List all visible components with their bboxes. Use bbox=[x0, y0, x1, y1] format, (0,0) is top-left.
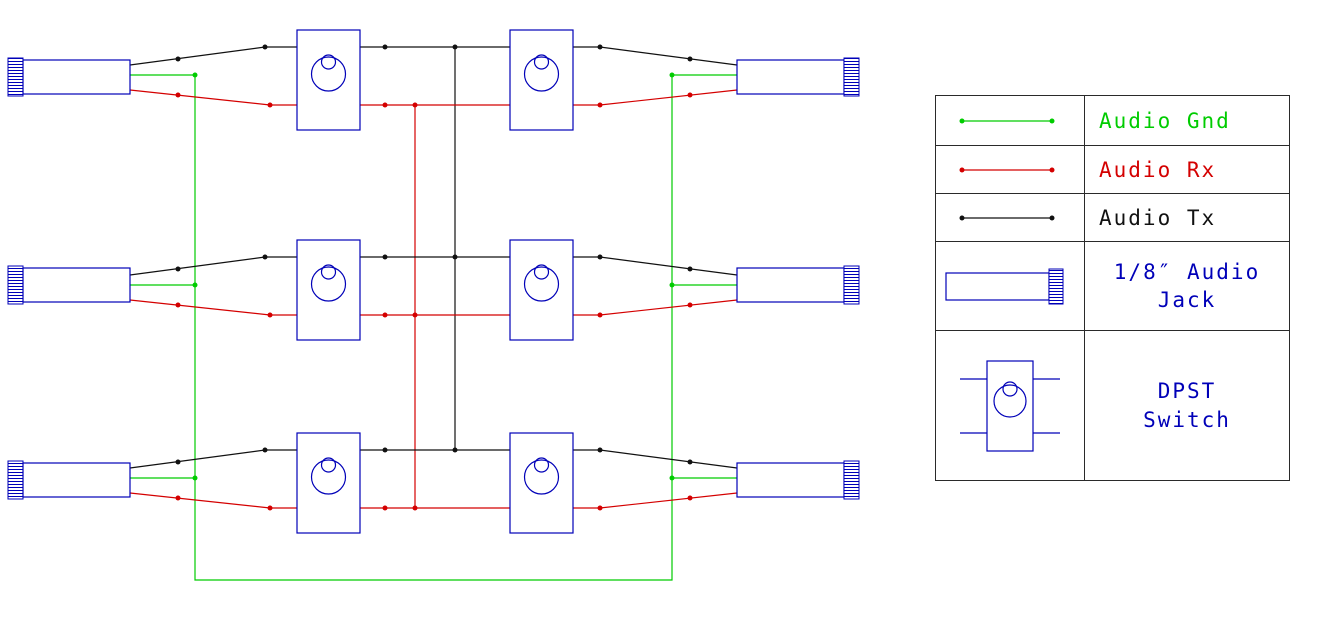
legend-label-audio-jack-line1: 1/8″ Audio bbox=[1113, 259, 1261, 284]
legend-symbol-audio-tx bbox=[936, 194, 1085, 241]
legend-label-audio-rx: Audio Rx bbox=[1099, 157, 1217, 182]
dpst-switch-1a bbox=[296, 29, 361, 131]
tx-wire-station-1 bbox=[129, 44, 738, 66]
legend-row-audio-tx: Audio Tx bbox=[936, 194, 1289, 242]
audio-jack-right-3 bbox=[736, 460, 860, 500]
dpst-switch-3a bbox=[296, 432, 361, 534]
audio-jack-left-3 bbox=[7, 460, 131, 500]
legend-table: Audio Gnd Audio Rx Audio Tx bbox=[935, 95, 1290, 481]
legend-symbol-audio-gnd bbox=[936, 96, 1085, 145]
audio-jack-left-2 bbox=[7, 265, 131, 305]
rx-wire-symbol bbox=[959, 167, 1055, 172]
legend-row-audio-gnd: Audio Gnd bbox=[936, 96, 1289, 146]
legend-row-audio-rx: Audio Rx bbox=[936, 146, 1289, 194]
gnd-wire-station-3 bbox=[130, 475, 737, 481]
dpst-switch-2a bbox=[296, 239, 361, 341]
legend-symbol-audio-jack bbox=[936, 242, 1085, 330]
legend-label-audio-tx: Audio Tx bbox=[1099, 205, 1217, 230]
legend-label-audio-jack-line2: Jack bbox=[1157, 288, 1217, 312]
legend-row-audio-jack: 1/8″ Audio Jack bbox=[936, 242, 1289, 331]
legend-label-audio-jack: 1/8″ Audio Jack bbox=[1085, 242, 1289, 330]
rx-wire-station-1 bbox=[129, 89, 738, 108]
audio-jack-left-1 bbox=[7, 57, 131, 97]
legend-row-dpst-switch: DPST Switch bbox=[936, 331, 1289, 480]
gnd-wire-station-1 bbox=[130, 72, 737, 78]
audio-jack-symbol bbox=[945, 268, 1064, 305]
audio-jack-right-2 bbox=[736, 265, 860, 305]
dpst-switch-3b bbox=[509, 432, 574, 534]
station-1 bbox=[7, 29, 860, 131]
dpst-switch-symbol bbox=[960, 359, 1060, 452]
dpst-switch-2b bbox=[509, 239, 574, 341]
dpst-switch-1b bbox=[509, 29, 574, 131]
station-3 bbox=[7, 432, 860, 534]
legend-symbol-dpst-switch bbox=[936, 331, 1085, 480]
rx-wire-station-3 bbox=[129, 492, 738, 511]
legend-label-audio-gnd: Audio Gnd bbox=[1099, 108, 1231, 133]
station-2 bbox=[7, 239, 860, 341]
audio-jack-right-1 bbox=[736, 57, 860, 97]
rx-wire-station-2 bbox=[129, 299, 738, 318]
gnd-wire-symbol bbox=[959, 118, 1055, 123]
gnd-wire-station-2 bbox=[130, 282, 737, 288]
tx-wire-station-3 bbox=[129, 447, 738, 469]
legend-symbol-audio-rx bbox=[936, 146, 1085, 193]
legend-label-dpst-switch: DPST Switch bbox=[1085, 331, 1289, 480]
legend-label-dpst-line1: DPST bbox=[1157, 379, 1217, 404]
legend-label-dpst-line2: Switch bbox=[1143, 407, 1231, 432]
gnd-bus bbox=[194, 75, 673, 581]
tx-wire-symbol bbox=[959, 215, 1055, 220]
wiring-diagram bbox=[7, 29, 860, 581]
tx-wire-station-2 bbox=[129, 254, 738, 276]
